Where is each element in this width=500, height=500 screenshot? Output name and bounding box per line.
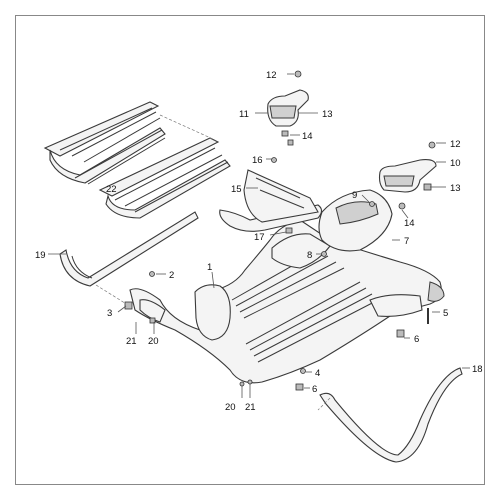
screw-icon — [300, 368, 306, 374]
screw-icon — [149, 271, 155, 277]
side-trim-strip — [59, 211, 199, 306]
screw-icon — [271, 157, 277, 163]
screw-icon — [369, 201, 375, 207]
callout-11: 11 — [239, 109, 249, 120]
callout-8: 8 — [307, 250, 312, 261]
callout-1: 1 — [207, 262, 212, 273]
callout-2: 2 — [169, 270, 174, 281]
callout-3: 3 — [107, 308, 112, 319]
clip-icon — [396, 329, 405, 338]
fasteners — [124, 70, 436, 391]
callout-22: 22 — [106, 184, 117, 195]
callout-20: 20 — [148, 336, 159, 347]
callout-19: 19 — [35, 250, 46, 261]
screw-icon — [428, 141, 436, 149]
clip-icon — [398, 202, 406, 210]
callout-15: 15 — [231, 184, 242, 195]
right-bracket — [378, 159, 437, 193]
callout-20: 20 — [225, 402, 236, 413]
callout-10: 10 — [450, 158, 461, 169]
callout-4: 4 — [315, 368, 320, 379]
callout-21: 21 — [245, 402, 256, 413]
callout-13: 13 — [322, 109, 333, 120]
callout-6: 6 — [414, 334, 419, 345]
clip-icon — [423, 183, 432, 191]
clip-icon — [285, 227, 293, 234]
clip-icon — [281, 130, 289, 137]
screw-icon — [294, 70, 302, 78]
clip-icon — [287, 139, 294, 146]
callout-6: 6 — [312, 384, 317, 395]
callout-14: 14 — [302, 131, 313, 142]
callout-9: 9 — [352, 190, 357, 201]
callout-13: 13 — [450, 183, 461, 194]
clip-icon — [295, 383, 304, 391]
screw-icon — [321, 251, 327, 257]
upper-bracket — [267, 89, 309, 127]
callout-14: 14 — [404, 218, 415, 229]
leader-lines — [48, 73, 470, 398]
callout-12: 12 — [450, 139, 461, 150]
center-tunnel-panel — [219, 169, 323, 232]
callout-16: 16 — [252, 155, 263, 166]
callout-5: 5 — [443, 308, 448, 319]
screw-icon — [247, 379, 253, 385]
rear-trim-strip — [317, 367, 463, 463]
callout-7: 7 — [404, 236, 409, 247]
screw-icon — [239, 381, 245, 387]
callout-labels: 12 11 13 14 12 10 13 16 15 9 14 22 17 7 … — [35, 70, 483, 413]
callout-12: 12 — [266, 70, 277, 81]
diagram-frame — [15, 15, 485, 485]
callout-18: 18 — [472, 364, 483, 375]
callout-17: 17 — [254, 232, 265, 243]
callout-21: 21 — [126, 336, 137, 347]
clip-icon — [149, 317, 156, 324]
clip-icon — [124, 301, 133, 310]
floor-mat-strips — [43, 101, 231, 219]
main-leg-shield — [129, 219, 445, 384]
